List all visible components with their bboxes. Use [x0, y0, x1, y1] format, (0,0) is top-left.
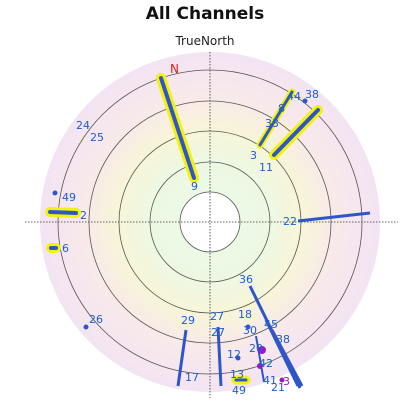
sat-label-20: 20 — [249, 342, 263, 355]
sat-label-2: 2 — [80, 209, 87, 222]
point-3b — [279, 377, 285, 383]
point-12 — [235, 355, 241, 361]
north-label: N — [170, 62, 179, 76]
sat-label-42: 42 — [259, 357, 273, 370]
sat-label-25: 25 — [90, 131, 104, 144]
point-38 — [302, 98, 308, 104]
sat-label-3: 3 — [250, 149, 257, 162]
highlighted-tracks — [45, 73, 323, 385]
center-hole — [179, 191, 241, 253]
sat-label-41: 41 — [263, 374, 277, 387]
sat-label-21: 21 — [271, 381, 285, 394]
sat-label-3b: 3 — [283, 375, 290, 388]
sat-label-12: 12 — [227, 348, 241, 361]
sat-label-22: 22 — [283, 215, 297, 228]
track-29 — [176, 329, 188, 387]
satellite-labels: 9 38 44 8 33 3 11 24 25 49 2 6 22 36 26 … — [62, 88, 319, 397]
sat-label-45: 45 — [264, 318, 278, 331]
sat-label-6: 6 — [62, 242, 69, 255]
sat-label-11: 11 — [259, 161, 273, 174]
chart-subtitle: TrueNorth — [175, 34, 235, 48]
track-3 — [258, 90, 294, 147]
point-20 — [258, 346, 266, 354]
sat-label-26: 26 — [89, 313, 103, 326]
point-26 — [83, 324, 89, 330]
sat-label-13: 13 — [230, 368, 244, 381]
sat-label-38b: 38 — [276, 333, 290, 346]
sat-label-17: 17 — [185, 371, 199, 384]
point-42 — [257, 363, 263, 369]
chart-title: All Channels — [145, 4, 265, 24]
sat-label-8: 8 — [278, 102, 285, 115]
track-45b — [270, 329, 304, 387]
sat-label-18: 18 — [238, 308, 252, 321]
sat-label-38: 38 — [305, 88, 319, 101]
sat-label-44: 44 — [287, 90, 301, 103]
sat-label-49: 49 — [62, 191, 76, 204]
sat-label-30: 30 — [243, 324, 257, 337]
track-9 — [159, 76, 196, 180]
sat-label-49b: 49 — [232, 384, 246, 397]
ring-4 — [149, 161, 271, 283]
sat-label-27b: 27 — [211, 326, 225, 339]
track-27 — [216, 326, 223, 387]
sat-label-36: 36 — [239, 273, 253, 286]
track-11 — [272, 108, 320, 157]
track-22 — [297, 211, 371, 223]
track-2 — [48, 210, 78, 215]
sat-label-27a: 27 — [210, 310, 224, 323]
point-49 — [52, 190, 58, 196]
sat-label-9: 9 — [191, 180, 198, 193]
sat-label-24: 24 — [76, 119, 90, 132]
tracks — [52, 98, 371, 389]
sat-label-29: 29 — [181, 314, 195, 327]
sat-label-33: 33 — [265, 117, 279, 130]
point-18 — [245, 324, 251, 330]
track-30 — [255, 335, 265, 383]
